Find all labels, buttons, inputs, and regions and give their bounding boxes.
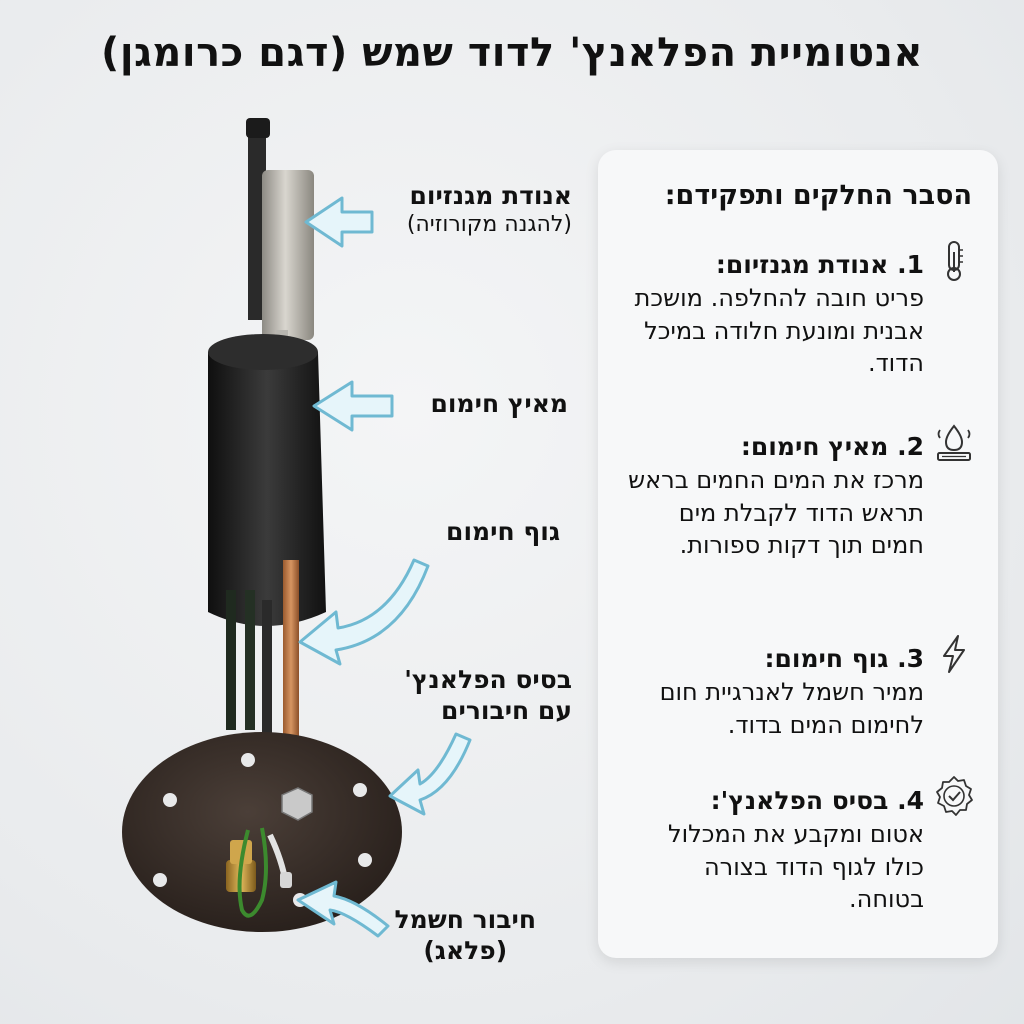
part-item-sleeve: 2. מאיץ חימום: מרכז את המים החמים בראש ת… [624, 432, 924, 562]
seal-check-icon [936, 776, 973, 816]
callout-anode-label: אנודת מגנזיום [409, 181, 572, 210]
callout-anode: אנודת מגנזיום (להגנה מקורוזיה) [407, 180, 572, 239]
water-heating-icon [937, 424, 971, 461]
part-head: 1. אנודת מגנזיום: [715, 250, 924, 279]
part-item-base: 4. בסיס הפלאנץ': אטום ומקבע את המכלול כו… [624, 786, 924, 916]
arrow-anode [304, 196, 374, 248]
part-head: 4. בסיס הפלאנץ': [710, 786, 924, 815]
part-head: 3. גוף חימום: [764, 644, 924, 673]
panel-title: הסבר החלקים ותפקידם: [664, 180, 972, 211]
page-title: אנטומיית הפלאנץ' לדוד שמש (דגם כרומגן) [101, 30, 923, 76]
part-body: אטום ומקבע את המכלול כולו לגוף הדוד בצור… [667, 820, 924, 914]
heating-accelerator-sleeve [208, 334, 326, 730]
part-body: ממיר חשמל לאנרגיית חום לחימום המים בדוד. [659, 678, 924, 739]
explanation-panel: הסבר החלקים ותפקידם: 1. אנודת מגנזיום: פ… [598, 150, 998, 958]
callout-sleeve: מאיץ חימום [431, 388, 569, 419]
arrow-element [298, 558, 430, 666]
callout-base-line2: עם חיבורים [441, 696, 572, 726]
part-body: פריט חובה להחלפה. מושכת אבנית ומונעת חלו… [634, 284, 924, 378]
callout-anode-sub: (להגנה מקורוזיה) [406, 212, 572, 238]
arrow-sleeve [312, 380, 394, 432]
part-body: מרכז את המים החמים בראש תראש הדוד לקבלת … [628, 466, 924, 560]
arrow-base [388, 732, 472, 816]
callout-sleeve-label: מאיץ חימום [430, 389, 569, 418]
callout-base-line1: בסיס הפלאנץ' [404, 665, 572, 694]
callout-element: גוף חימום [446, 516, 560, 547]
callout-plug: חיבור חשמל (פלאג) [395, 904, 536, 967]
part-item-element: 3. גוף חימום: ממיר חשמל לאנרגיית חום לחי… [624, 644, 924, 741]
callout-plug-line1: חיבור חשמל [394, 905, 536, 934]
part-item-anode: 1. אנודת מגנזיום: פריט חובה להחלפה. מושכ… [624, 250, 924, 380]
heating-element [262, 560, 299, 740]
callout-plug-line2: (פלאג) [423, 936, 508, 966]
callout-base: בסיס הפלאנץ' עם חיבורים [404, 664, 572, 727]
thermometer-icon [947, 241, 963, 281]
callout-element-label: גוף חימום [446, 517, 560, 546]
part-head: 2. מאיץ חימום: [740, 432, 924, 461]
lightning-icon [943, 635, 965, 673]
electrical-plug-connection [226, 787, 313, 918]
arrow-plug [296, 880, 390, 938]
